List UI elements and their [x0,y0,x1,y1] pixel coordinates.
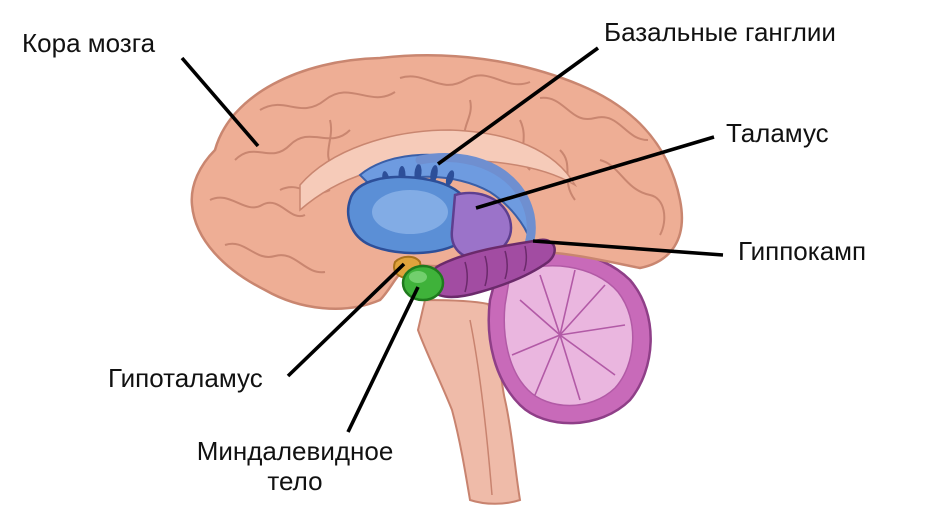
hypothalamus-leader [286,262,406,378]
label-amygdala-line2: тело [267,466,323,496]
label-amygdala-line1: Миндалевидное [196,436,394,466]
label-basal-ganglia: Базальные ганглии [604,17,836,47]
label-hippocampus: Гиппокамп [738,236,867,266]
label-amygdala: Миндалевидное тело [180,436,410,496]
amygdala-highlight [409,271,427,283]
amygdala [401,264,445,302]
thalamus-leader [475,135,715,210]
label-cortex: Кора мозга [22,28,156,58]
hippocampus-leader [532,239,724,257]
basal-ganglia-highlight [372,190,448,234]
cerebellum-arbor [511,269,626,401]
cortex-leader [180,56,260,148]
basal-ganglia-leader [436,46,600,166]
label-hypothalamus: Гипоталамус [108,363,263,393]
brainstem-groove [469,319,493,496]
label-thalamus: Таламус [726,118,829,148]
amygdala-leader [346,286,420,433]
hippocampus-ridges [464,245,528,293]
cerebellum-inner [503,265,634,407]
